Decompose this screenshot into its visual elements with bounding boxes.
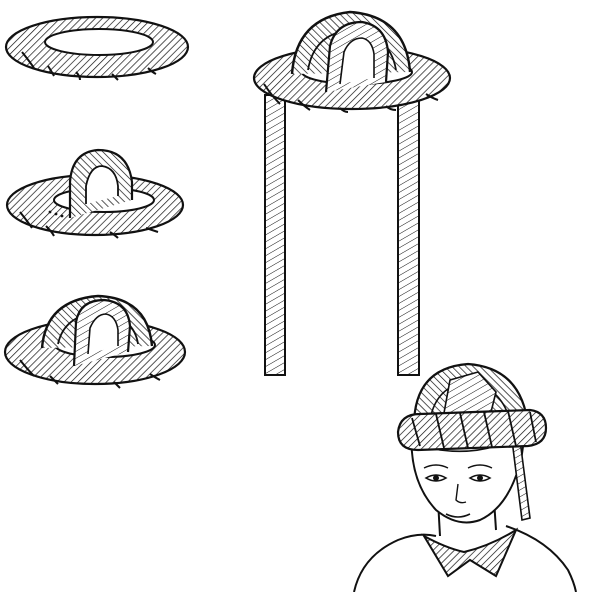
padded-ring-with-ties [254, 12, 450, 375]
person-wearing-padded-ring [354, 364, 576, 592]
padded-ring-step-2 [7, 150, 183, 238]
padded-ring-step-3 [5, 296, 185, 388]
padded-ring-step-1 [6, 17, 188, 80]
